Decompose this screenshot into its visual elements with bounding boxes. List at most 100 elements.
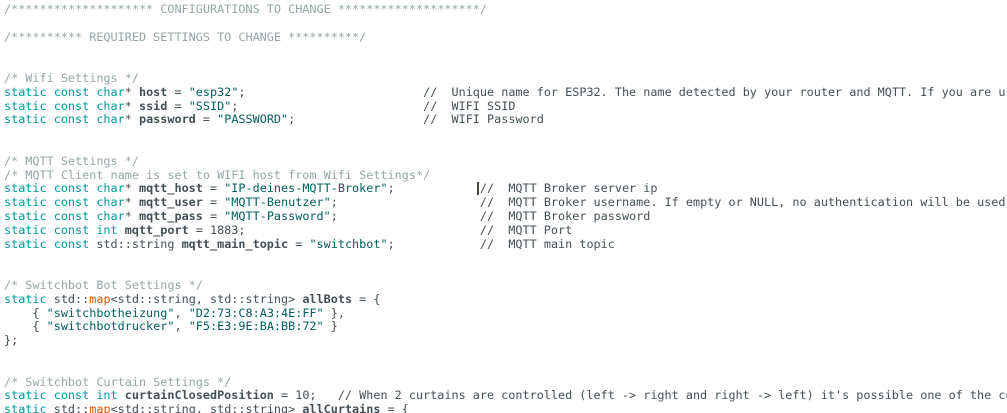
code-token: /* MQTT Client name is set to WIFI host … [4, 167, 431, 182]
code-token: mqtt_main_topic [181, 236, 289, 251]
code-token: allBots [302, 291, 353, 306]
code-token: ; [330, 208, 480, 223]
code-token: * [124, 98, 139, 113]
code-token: // WIFI Password [423, 112, 544, 127]
code-line [4, 58, 1007, 72]
code-token: static const char [4, 112, 125, 127]
code-line: static std::map<std::string, std::string… [4, 402, 1007, 413]
code-token: * [124, 112, 139, 127]
code-line: /* Wifi Settings */ [4, 70, 1007, 86]
code-line: /* MQTT Client name is set to WIFI host … [4, 167, 1007, 183]
code-text-area[interactable]: /******************** CONFIGURATIONS TO … [4, 2, 1007, 413]
code-token: <std::string, std::string> [110, 291, 303, 306]
code-token: map [89, 291, 111, 306]
code-token: static const int [4, 222, 118, 237]
code-token: static const [4, 236, 90, 251]
code-token: <std::string, std::string> [110, 402, 303, 413]
code-token: "switchbot" [309, 236, 388, 251]
code-token: "D2:73:C8:A3:4E:FF" [188, 305, 324, 320]
code-token: // MQTT Port [479, 222, 573, 237]
code-token: static const char [4, 208, 125, 223]
code-token: // MQTT main topic [479, 236, 615, 251]
code-token: static [4, 291, 47, 306]
code-line: { "switchbotheizung", "D2:73:C8:A3:4E:FF… [4, 305, 1007, 321]
code-token: * [124, 181, 139, 196]
code-token: static const char [4, 84, 125, 99]
code-token: = 1883; [188, 222, 480, 237]
code-token: ; [288, 112, 424, 127]
code-token: "MQTT-Password" [224, 208, 331, 223]
code-token: = [202, 208, 225, 223]
code-token: = [288, 236, 310, 251]
code-line: /* Switchbot Bot Settings */ [4, 278, 1007, 293]
code-token: { [4, 319, 47, 334]
code-line: /* Switchbot Curtain Settings */ [4, 374, 1007, 390]
code-token: ; [387, 236, 480, 251]
code-line: static const char* mqtt_pass = "MQTT-Pas… [4, 208, 1007, 224]
code-token: = [167, 84, 189, 99]
code-token: static const int [4, 388, 118, 403]
code-token: // MQTT Broker username. If empty or NUL… [479, 195, 1006, 210]
code-token: map [89, 402, 111, 413]
code-token: }, [323, 305, 345, 320]
code-line: static const char* host = "esp32"; // Un… [4, 84, 1007, 100]
code-token: // Unique name for ESP32. The name detec… [423, 84, 1007, 99]
code-token: static const char [4, 181, 125, 196]
code-token: = 10; [273, 388, 338, 403]
code-line [4, 44, 1007, 58]
code-line [4, 17, 1007, 31]
code-token: = [202, 195, 225, 210]
code-token: mqtt_pass [138, 208, 203, 223]
code-token: // When 2 curtains are controlled (left … [337, 388, 1007, 403]
code-token: /* Wifi Settings */ [4, 70, 139, 85]
code-line [4, 251, 1007, 265]
code-token: std:: [46, 291, 90, 306]
code-token: // MQTT Broker server ip [479, 181, 658, 196]
code-token: "PASSWORD" [217, 112, 289, 127]
code-token: /* MQTT Settings */ [4, 153, 139, 168]
code-token: "switchbotheizung" [46, 305, 175, 320]
code-token: "esp32" [188, 84, 239, 99]
code-line: }; [4, 333, 1007, 348]
code-token: "switchbotdrucker" [46, 319, 175, 334]
code-token: static [4, 402, 47, 413]
code-token: ; [231, 98, 424, 113]
code-line: static const char* mqtt_user = "MQTT-Ben… [4, 195, 1007, 210]
code-token: allCurtains [302, 402, 381, 413]
code-line [4, 362, 1007, 376]
code-token [118, 388, 125, 402]
code-token: = { [380, 402, 409, 413]
code-token: host [138, 84, 168, 99]
code-token: * [124, 208, 139, 223]
code-line: static const int mqtt_port = 1883; // MQ… [4, 222, 1007, 238]
code-token: , [174, 319, 189, 334]
code-token: std::string [89, 236, 182, 251]
code-token: curtainClosedPosition [124, 388, 274, 403]
text-cursor [477, 182, 479, 195]
code-token: } [323, 319, 338, 334]
code-token: "MQTT-Benutzer" [224, 195, 331, 210]
code-token: /* Switchbot Curtain Settings */ [4, 374, 232, 389]
code-line: { "switchbotdrucker", "F5:E3:9E:BA:BB:72… [4, 319, 1007, 334]
code-token: = { [352, 291, 381, 306]
code-line [4, 127, 1007, 141]
code-token: ; [330, 195, 480, 210]
code-token: "IP-deines-MQTT-Broker" [224, 181, 388, 196]
code-token: = [195, 112, 218, 127]
code-token: "F5:E3:9E:BA:BB:72" [188, 319, 324, 334]
code-line [4, 141, 1007, 155]
code-line: static const char* mqtt_host = "IP-deine… [4, 181, 1007, 196]
code-token: , [174, 305, 189, 320]
code-token: std:: [46, 402, 90, 413]
code-token: "SSID" [188, 98, 232, 113]
code-line [4, 265, 1007, 279]
code-token: ; [387, 181, 480, 196]
code-token: ssid [138, 98, 168, 113]
code-line: static const char* ssid = "SSID"; // WIF… [4, 98, 1007, 114]
code-token: /********** REQUIRED SETTINGS TO CHANGE … [4, 29, 367, 44]
code-token: static const char [4, 98, 125, 113]
code-line: static const char* password = "PASSWORD"… [4, 112, 1007, 127]
code-token: = [167, 98, 189, 113]
code-line [4, 348, 1007, 362]
